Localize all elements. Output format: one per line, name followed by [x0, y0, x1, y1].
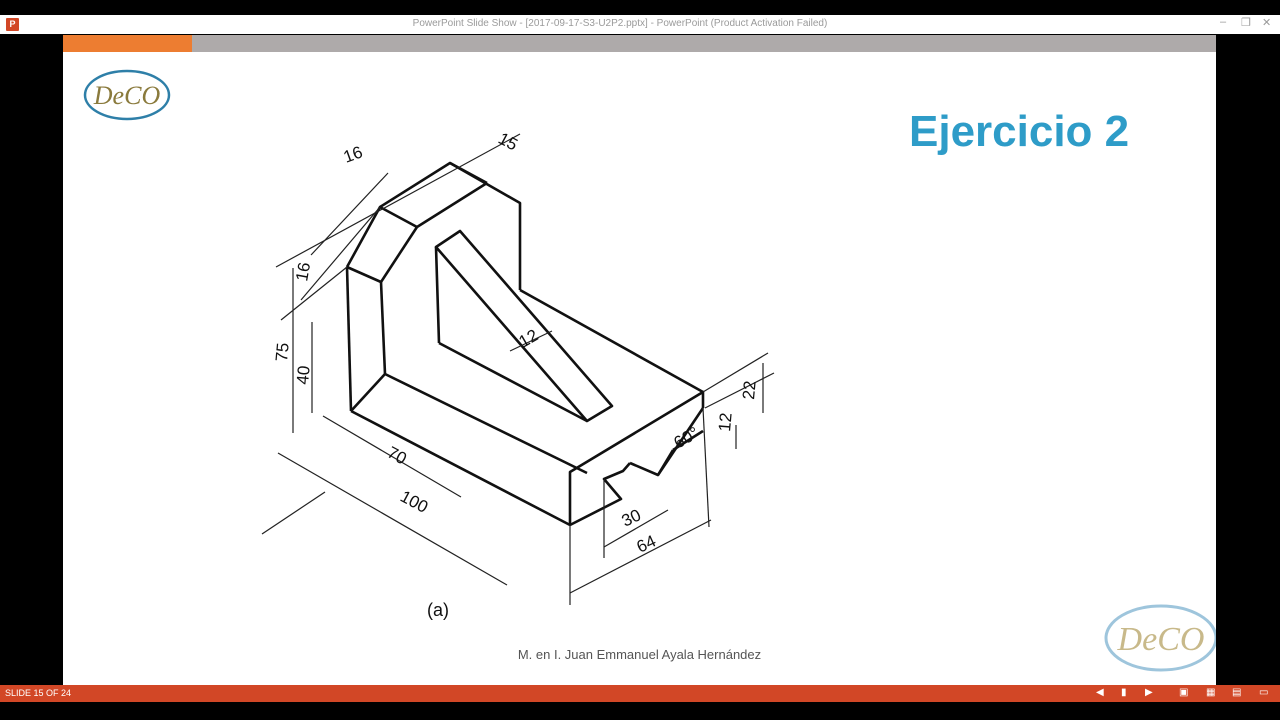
previous-icon[interactable]: ◀ — [1096, 687, 1104, 698]
dim-16-top: 16 — [341, 142, 365, 166]
dim-100: 100 — [397, 487, 431, 517]
dim-12-rib: 12 — [516, 326, 542, 352]
dimension-labels: 16 15 16 75 40 12 70 100 22 12 60° 30 64… — [272, 129, 760, 620]
slide-heading: Ejercicio 2 — [909, 107, 1130, 156]
close-button[interactable]: ✕ — [1262, 17, 1272, 29]
logo-text: DeCO — [93, 81, 161, 110]
slide-counter: SLIDE 15 OF 24 — [5, 688, 72, 698]
dim-40: 40 — [293, 365, 314, 386]
slide-top-accent — [63, 35, 192, 52]
notes-icon[interactable]: ▮ — [1121, 687, 1127, 698]
screen-bottom — [0, 702, 1280, 720]
deco-logo-bottom: DeCO — [1104, 604, 1216, 672]
dim-12-slot: 12 — [715, 412, 736, 433]
powerpoint-icon: P — [6, 18, 19, 31]
slide-sorter-icon[interactable]: ▦ — [1206, 687, 1216, 698]
minimize-button[interactable]: – — [1220, 16, 1227, 28]
window-titlebar: P PowerPoint Slide Show - [2017-09-17-S3… — [0, 0, 1280, 34]
slide-top-band — [63, 35, 1216, 52]
restore-button[interactable]: ❐ — [1241, 17, 1251, 29]
slideshow-icon[interactable]: ▭ — [1259, 687, 1269, 698]
titlebar-strip: P PowerPoint Slide Show - [2017-09-17-S3… — [0, 15, 1280, 34]
dim-64: 64 — [634, 531, 659, 556]
statusbar: SLIDE 15 OF 24 ◀ ▮ ▶ ▣ ▦ ▤ ▭ — [0, 685, 1280, 702]
isometric-drawing: 16 15 16 75 40 12 70 100 22 12 60° 30 64… — [261, 129, 775, 620]
dim-22: 22 — [739, 380, 760, 401]
slide-canvas[interactable]: DeCO DeCO Ejercicio 2 — [63, 35, 1216, 685]
logo-text-bottom: DeCO — [1117, 621, 1205, 658]
dim-16-side: 16 — [292, 261, 314, 283]
next-icon[interactable]: ▶ — [1145, 687, 1153, 698]
dim-15: 15 — [495, 129, 521, 155]
dimension-lines — [261, 133, 775, 605]
drawing-caption: (a) — [427, 600, 449, 620]
dim-75: 75 — [272, 342, 293, 363]
reading-view-icon[interactable]: ▤ — [1232, 687, 1242, 698]
normal-view-icon[interactable]: ▣ — [1179, 687, 1189, 698]
deco-logo: DeCO — [83, 69, 171, 121]
slide-author: M. en I. Juan Emmanuel Ayala Hernández — [517, 647, 762, 662]
window-title: PowerPoint Slide Show - [2017-09-17-S3-U… — [412, 18, 828, 29]
